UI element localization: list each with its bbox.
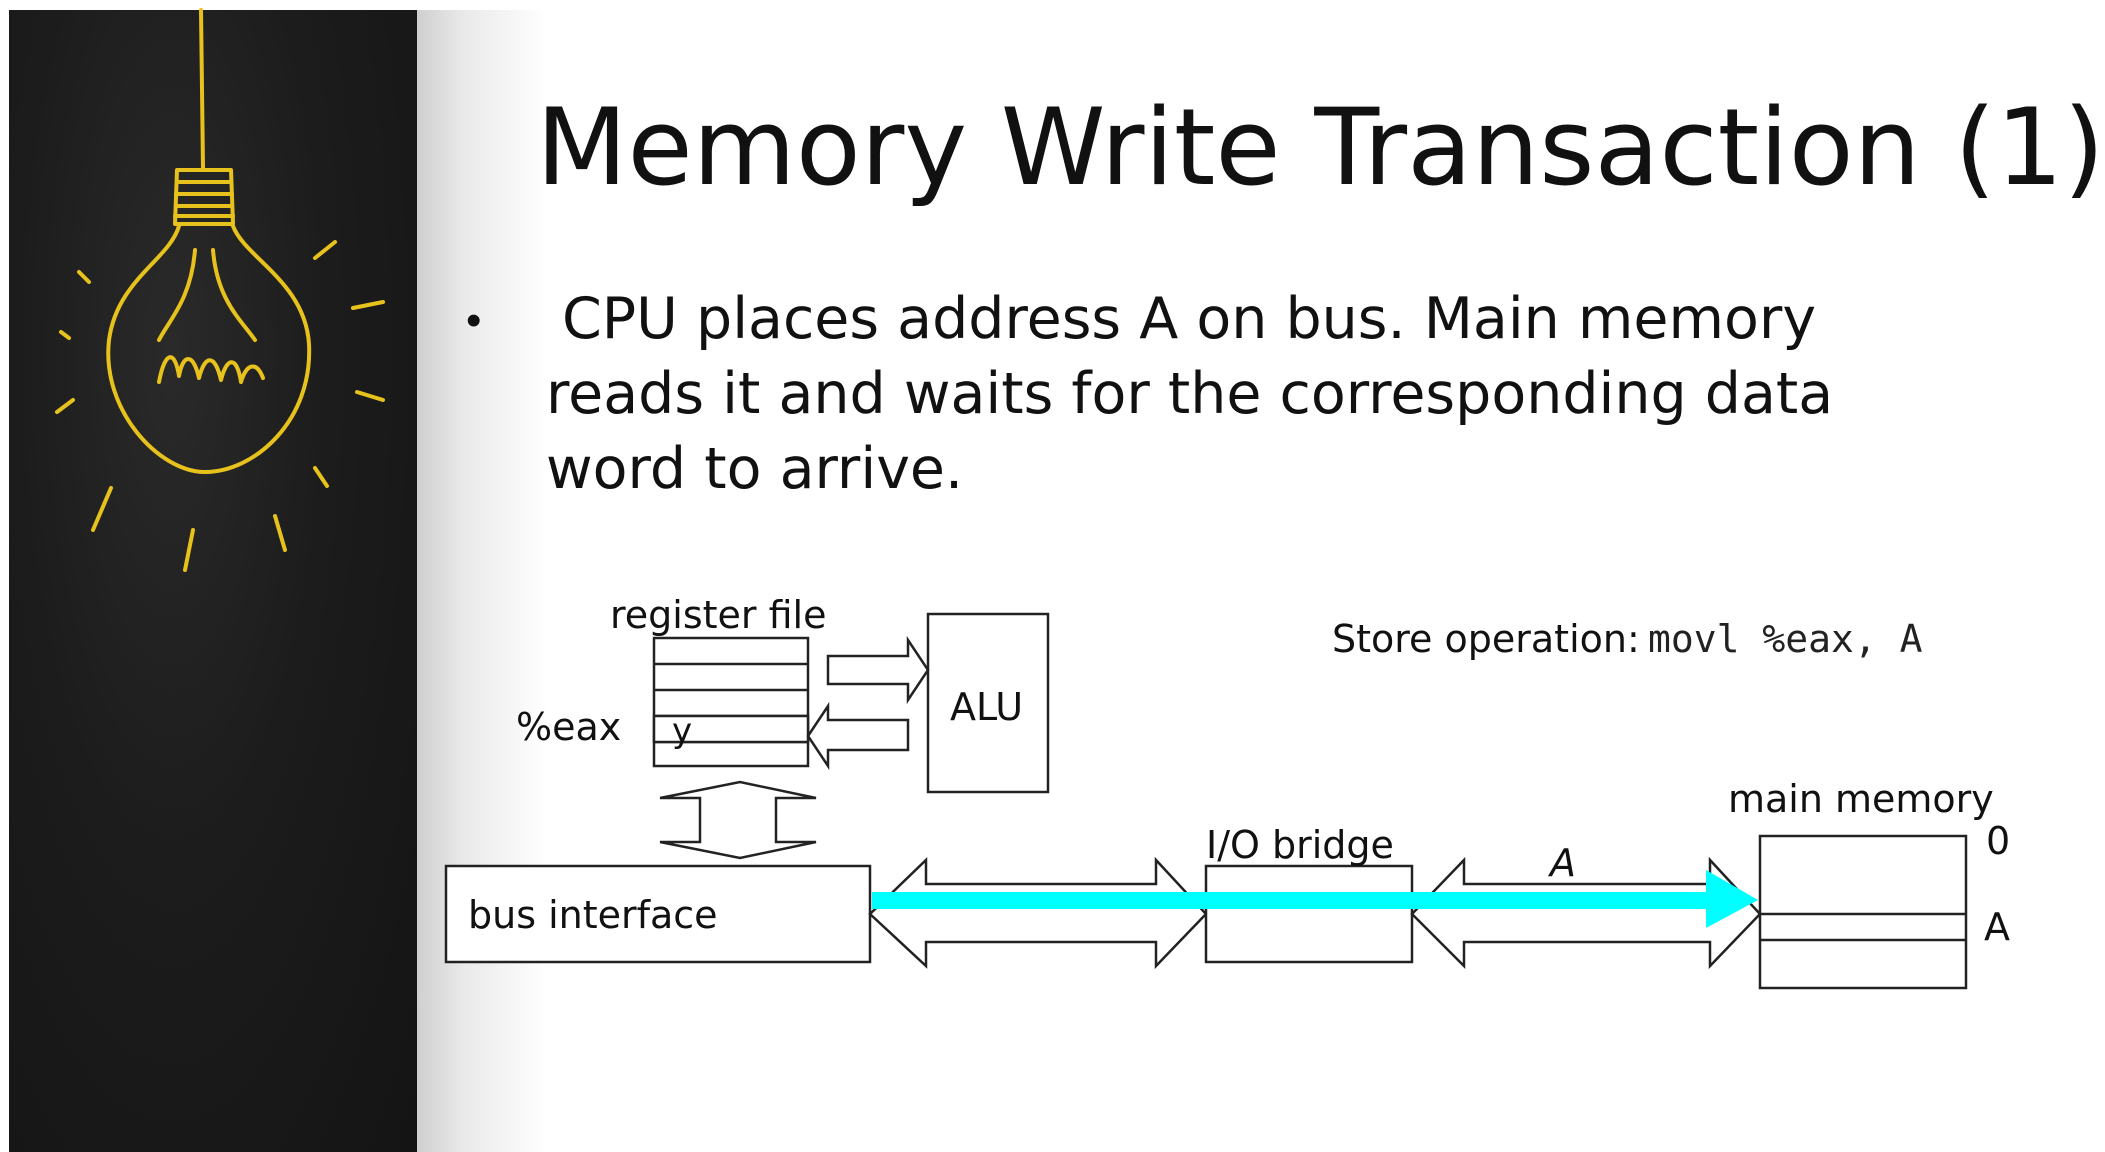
register-file-label: register file [610,593,827,637]
register-file [652,636,810,768]
system-bus-arrow [868,856,1208,970]
bus-address-label: A [1547,841,1576,885]
register-name-label: %eax [516,705,621,749]
bus-diagram: register file %eax y ALU bus interface I… [444,593,2010,990]
alu-to-register-arrow [806,701,910,771]
main-memory-label: main memory [1728,777,1994,821]
register-value-label: y [672,711,692,751]
register-bus-double-arrow [659,780,817,860]
lightbulb-icon [55,8,385,572]
slide-title: Memory Write Transaction (1) [536,86,2105,209]
slide: Memory Write Transaction (1) • CPU place… [9,8,2105,1152]
main-memory [1758,834,1968,990]
bus-interface-label: bus interface [468,893,718,937]
bullet-text: CPU places address A on bus. Main memory… [546,286,1834,502]
register-eax-row [652,714,810,744]
memory-address-a: A [1984,905,2010,949]
memory-address-zero: 0 [1986,819,2010,863]
store-operation-code: movl %eax, A [1648,617,1923,661]
io-bridge-box [1204,864,1414,964]
bullet-marker: • [466,296,482,345]
io-bridge-label: I/O bridge [1206,823,1394,867]
store-operation-label: Store operation: [1332,617,1640,661]
address-transfer-highlight [872,870,1758,928]
register-to-alu-arrow [826,635,930,705]
alu-box [926,612,1050,794]
alu-label: ALU [950,685,1023,729]
lightbulb-cord [199,8,205,170]
chalkboard-panel [9,8,417,1152]
lightbulb-glass [106,224,312,474]
